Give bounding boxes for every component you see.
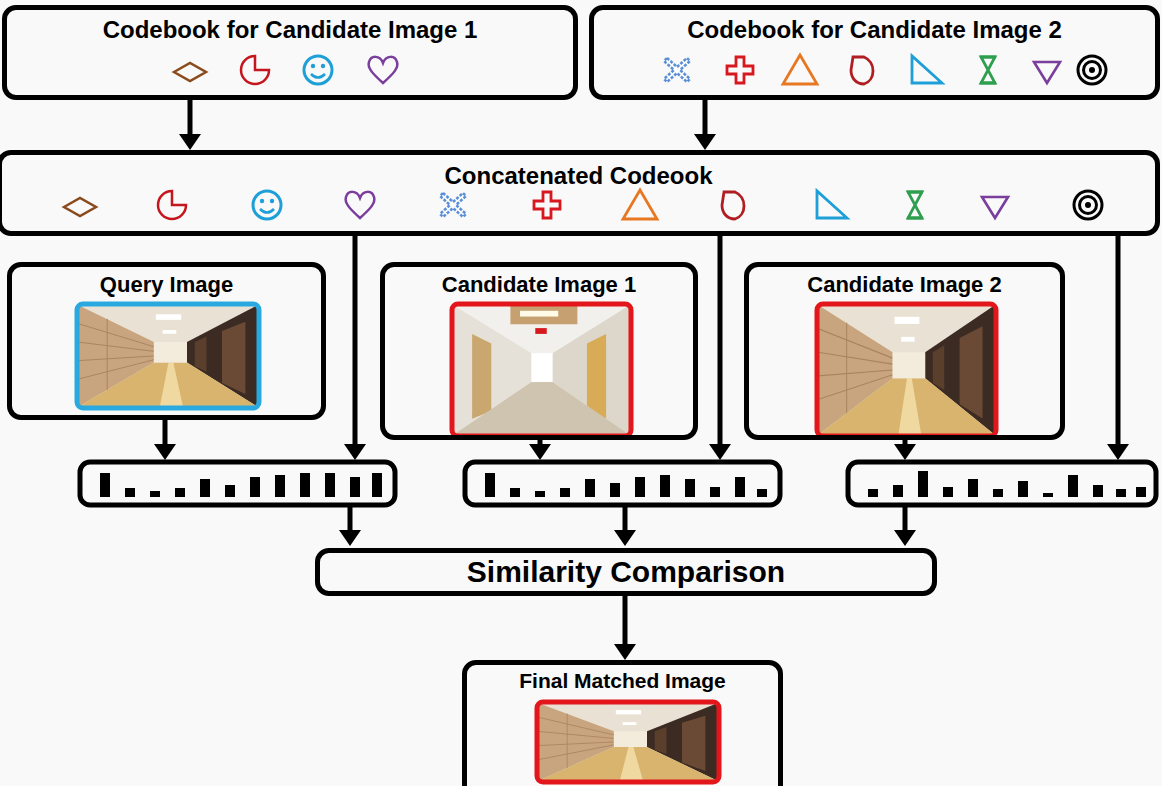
layout-arrows	[154, 235, 1129, 546]
process-box: Similarity Comparison	[315, 548, 937, 596]
plus-symbol	[727, 57, 753, 83]
result-box: Final Matched Image	[462, 660, 783, 786]
node-label: Codebook for Candidate Image 2	[594, 15, 1155, 45]
plus-symbol	[534, 192, 560, 218]
arrow-head	[694, 134, 716, 150]
histogram-box	[465, 462, 780, 505]
codebook-box: Codebook for Candidate Image 2	[589, 5, 1160, 100]
corridor-photo	[453, 305, 630, 435]
histogram-bars	[100, 473, 382, 497]
connector-line	[188, 100, 193, 136]
cross-symbol	[440, 193, 466, 217]
codebook-symbols	[64, 55, 1106, 219]
corridor-photo	[818, 305, 995, 435]
arrow-connector	[694, 100, 716, 150]
right-triangle-symbol	[817, 191, 847, 218]
photo-frame	[452, 304, 631, 436]
histogram-box	[80, 462, 395, 505]
histogram-bars	[485, 473, 767, 497]
photo-frame	[817, 304, 996, 436]
image-box: Candidate Image 2	[744, 262, 1065, 440]
d-shape-symbol	[851, 57, 873, 84]
node-label: Concatenated Codeook	[2, 161, 1155, 191]
right-triangle-symbol	[912, 56, 942, 83]
heart-symbol	[346, 192, 375, 218]
corridor-photo	[78, 305, 258, 407]
hourglass-symbol	[980, 57, 996, 83]
node-label: Similarity Comparison	[467, 553, 785, 591]
smiley-symbol	[304, 56, 332, 84]
arrow-connector	[179, 100, 201, 150]
d-shape-symbol	[722, 192, 744, 219]
histograms	[80, 462, 1156, 505]
arrow-connector	[614, 596, 636, 660]
target-symbol	[1074, 191, 1102, 219]
corridor-photo	[538, 703, 718, 781]
node-label: Query Image	[12, 271, 321, 299]
down-triangle-symbol	[1034, 62, 1060, 83]
node-label: Candidate Image 1	[385, 271, 693, 299]
triangle-symbol	[783, 55, 817, 84]
heart-symbol	[369, 57, 398, 83]
cross-symbol	[664, 58, 690, 82]
node-label: Final Matched Image	[467, 668, 778, 694]
image-box: Query Image	[7, 262, 326, 420]
diamond-symbol	[64, 198, 96, 216]
arrow-head	[614, 644, 636, 660]
pie-symbol	[158, 191, 186, 219]
histogram-box	[848, 462, 1156, 505]
photo-frame	[77, 304, 259, 408]
target-symbol	[1078, 56, 1106, 84]
concatenated-codebook-box: Concatenated Codeook	[0, 150, 1160, 236]
connector-line	[623, 596, 628, 646]
arrow-head	[179, 134, 201, 150]
down-triangle-symbol	[982, 197, 1008, 218]
triangle-symbol	[623, 190, 657, 219]
diamond-symbol	[174, 63, 206, 81]
hourglass-symbol	[907, 192, 923, 218]
connector-line	[703, 100, 708, 136]
pie-symbol	[241, 56, 269, 84]
photo-frame	[537, 702, 719, 782]
histogram-bars	[868, 471, 1146, 497]
codebook-box: Codebook for Candidate Image 1	[2, 5, 578, 100]
node-label: Candidate Image 2	[749, 271, 1060, 299]
node-label: Codebook for Candidate Image 1	[7, 15, 573, 45]
photos	[77, 304, 996, 782]
smiley-symbol	[253, 191, 281, 219]
image-box: Candidate Image 1	[380, 262, 698, 440]
